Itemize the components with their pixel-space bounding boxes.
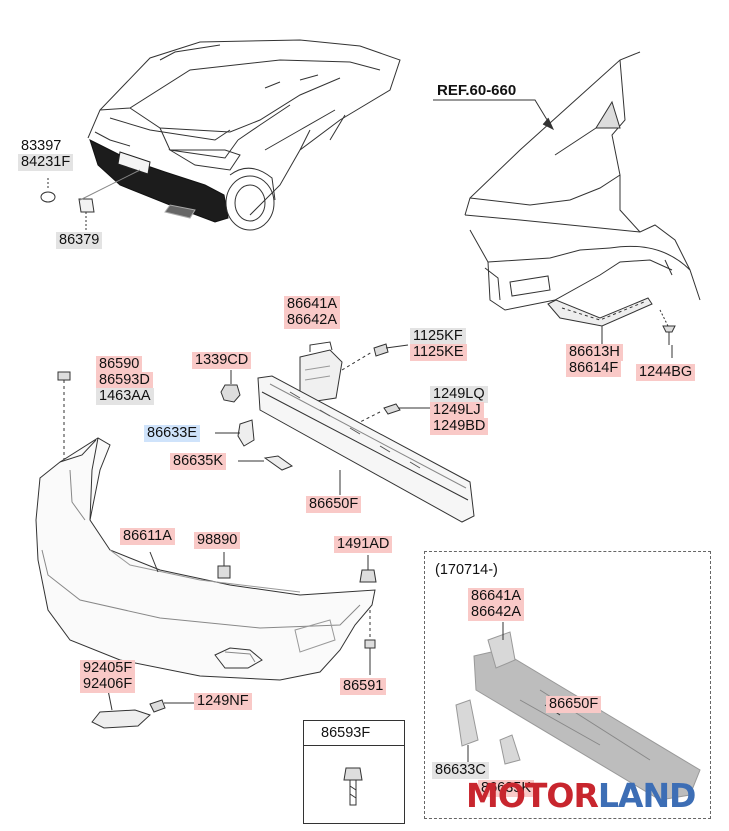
reference-label: REF.60-660 xyxy=(437,82,517,99)
label-92405f: 92405F xyxy=(80,660,136,677)
label-86635k: 86635K xyxy=(170,453,226,470)
bumper-cover-illustration xyxy=(35,437,376,681)
label-86650f: 86650F xyxy=(306,496,362,513)
label-1249lq: 1249LQ xyxy=(430,386,488,403)
label-86641a: 86641A xyxy=(284,296,340,313)
label-1249lj: 1249LJ xyxy=(430,402,484,419)
variant-dashed-box xyxy=(424,551,711,819)
label-1125ke: 1125KE xyxy=(410,344,467,361)
label-86593d: 86593D xyxy=(96,372,153,389)
variant-label-86650f: 86650F xyxy=(546,696,602,713)
impact-beam-part-icon xyxy=(257,375,475,523)
logo-part-land: LAND xyxy=(597,776,697,815)
variant-label-86635k: 86635K xyxy=(478,780,534,797)
logo-part-motor: MOTOR xyxy=(466,776,599,815)
label-86613h: 86613H xyxy=(566,344,623,361)
label-1244bg: 1244BG xyxy=(636,364,696,381)
label-1339cd: 1339CD xyxy=(192,352,252,369)
nut-1491ad-icon xyxy=(359,569,377,583)
label-1249bd: 1249BD xyxy=(430,418,489,435)
side-bracket-part-icon xyxy=(547,297,653,327)
motorland-watermark-logo: MOTORLAND xyxy=(466,776,697,815)
variant-beam-illustration xyxy=(455,631,701,801)
detail-box-86593f xyxy=(303,720,405,824)
label-86590: 86590 xyxy=(96,356,143,373)
screw-1249nf-icon xyxy=(149,699,166,713)
quarter-panel-illustration xyxy=(464,51,701,311)
label-86379: 86379 xyxy=(56,232,103,249)
label-98890: 98890 xyxy=(194,532,241,549)
bolt-1125kf-icon xyxy=(373,343,389,357)
fastener-86590-icon xyxy=(57,371,71,381)
bracket-86633e-icon xyxy=(237,419,255,447)
label-83397: 83397 xyxy=(21,138,62,154)
screw-1244bg-icon xyxy=(662,325,676,333)
label-86591: 86591 xyxy=(340,678,387,695)
label-1463aa: 1463AA xyxy=(96,388,154,405)
clip-86635k-icon xyxy=(263,455,294,471)
variant-date-label: (170714-) xyxy=(435,562,498,578)
variant-label-86641a: 86641A xyxy=(468,588,524,605)
label-86593f: 86593F xyxy=(321,725,371,741)
label-1125kf: 1125KF xyxy=(410,328,466,345)
bolt-1249lj-icon xyxy=(383,403,401,415)
plug-part-icon xyxy=(40,191,56,203)
label-86611a: 86611A xyxy=(120,528,175,545)
label-1249nf: 1249NF xyxy=(194,693,252,710)
label-92406f: 92406F xyxy=(80,676,136,693)
label-84231f: 84231F xyxy=(18,154,74,171)
bolt-86593f-icon xyxy=(343,767,363,781)
pad-part-icon xyxy=(78,198,95,213)
label-86614f: 86614F xyxy=(566,360,622,377)
nut-1339cd-icon xyxy=(220,384,241,403)
car-rear-illustration xyxy=(87,39,401,231)
label-1491ad: 1491AD xyxy=(334,536,393,553)
bolt-86591-icon xyxy=(364,639,376,649)
reflector-part-icon xyxy=(91,709,151,729)
label-86642a: 86642A xyxy=(284,312,340,329)
label-86633e: 86633E xyxy=(144,425,200,442)
variant-label-86642a: 86642A xyxy=(468,604,524,621)
variant-label-86633c: 86633C xyxy=(432,762,489,779)
clip-98890-icon xyxy=(217,565,231,579)
